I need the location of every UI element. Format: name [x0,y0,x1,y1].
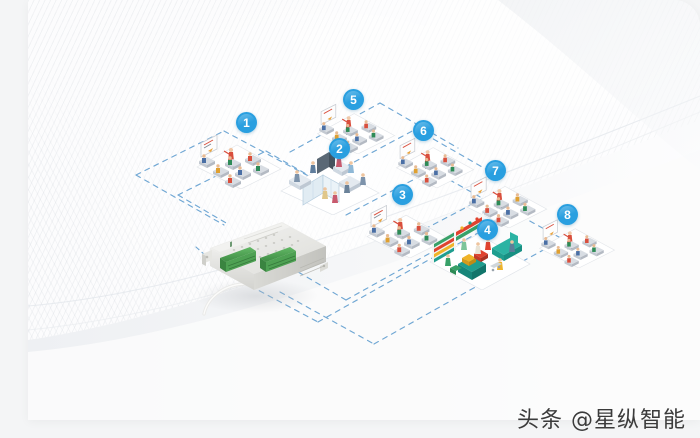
scene-8[interactable] [533,202,621,273]
scene-3[interactable] [360,186,456,263]
badge-3-label: 3 [399,187,406,202]
badge-5[interactable]: 5 [343,89,364,110]
badge-1[interactable]: 1 [236,112,257,133]
badge-8-label: 8 [564,207,571,222]
scene-2[interactable] [277,141,383,220]
scene-6[interactable] [390,120,480,193]
badge-1-label: 1 [243,115,250,130]
scene-8-illustration [538,219,616,269]
controller-gateway-illustration [194,222,328,316]
scene-6-illustration [395,137,475,189]
badge-3[interactable]: 3 [392,184,413,205]
watermark-account: 星纵智能 [593,408,686,433]
badge-6-label: 6 [420,123,427,138]
scene-4[interactable] [426,204,534,295]
scene-7[interactable] [461,158,553,233]
watermark: 头条 @星纵智能 [517,402,686,434]
watermark-platform: 头条 [516,408,563,433]
badge-7-label: 7 [492,163,499,178]
content-card: 1 2 3 4 5 6 7 8 [28,0,700,420]
badge-8[interactable]: 8 [557,204,578,225]
scene-4-illustration [429,213,531,291]
watermark-separator: @ [570,408,594,433]
central-device[interactable] [178,210,338,325]
background-wave [28,0,700,420]
scene-1-illustration [196,134,282,190]
badge-4-label: 4 [484,222,491,237]
scene-1[interactable] [191,115,287,194]
scene-3-illustration [366,204,450,259]
scene-7-illustration [466,176,548,229]
badge-7[interactable]: 7 [485,160,506,181]
badge-2[interactable]: 2 [329,138,350,159]
scene-2-illustration [280,152,380,216]
badge-4[interactable]: 4 [477,219,498,240]
badge-2-label: 2 [336,141,343,156]
badge-6[interactable]: 6 [413,120,434,141]
badge-5-label: 5 [350,92,357,107]
